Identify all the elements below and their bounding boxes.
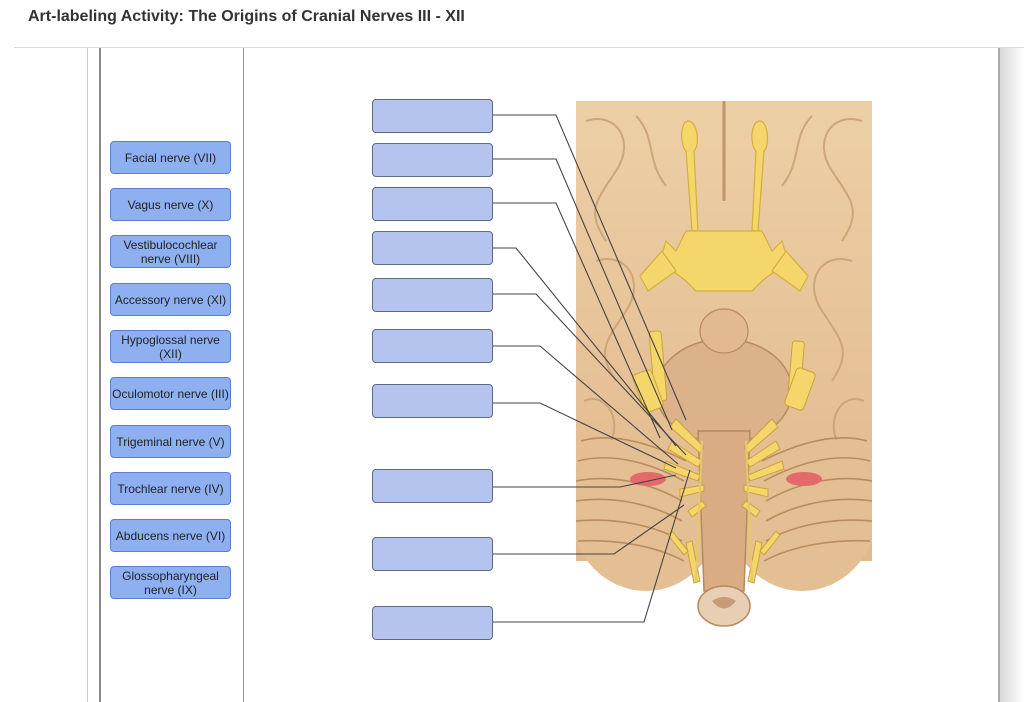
brain-ventral-view-illustration [576, 101, 872, 627]
nerve-rootlets [695, 440, 753, 582]
drop-target-3[interactable] [372, 187, 493, 221]
label-chip-vagus[interactable]: Vagus nerve (X) [110, 188, 231, 221]
label-chip-glossopharyngeal[interactable]: Glossopharyngeal nerve (IX) [110, 566, 231, 599]
label-chip-oculomotor[interactable]: Oculomotor nerve (III) [110, 377, 231, 410]
hypothalamus [699, 308, 749, 354]
panel-border-left-inner [99, 48, 101, 702]
page-title: Art-labeling Activity: The Origins of Cr… [28, 8, 465, 25]
label-bank-divider [243, 48, 244, 702]
drop-target-1[interactable] [372, 99, 493, 133]
label-chip-trigeminal[interactable]: Trigeminal nerve (V) [110, 425, 231, 458]
label-chip-abducens[interactable]: Abducens nerve (VI) [110, 519, 231, 552]
drop-target-10[interactable] [372, 606, 493, 640]
label-chip-vestibulocochlear[interactable]: Vestibulocochlear nerve (VIII) [110, 235, 231, 268]
drop-target-6[interactable] [372, 329, 493, 363]
drop-target-2[interactable] [372, 143, 493, 177]
panel-shadow [1000, 48, 1024, 702]
label-chip-facial[interactable]: Facial nerve (VII) [110, 141, 231, 174]
header-divider [14, 47, 1024, 48]
drop-target-8[interactable] [372, 469, 493, 503]
cerebellar-folia [576, 437, 872, 562]
olfactory-and-optic-structures [639, 120, 809, 292]
drop-target-7[interactable] [372, 384, 493, 418]
medulla-oblongata [697, 430, 751, 592]
panel-border-left [87, 48, 88, 702]
cranial-nerve-roots [632, 330, 816, 584]
panel-border-right [998, 48, 1000, 702]
label-chip-hypoglossal[interactable]: Hypoglossal nerve (XII) [110, 330, 231, 363]
spinal-cord-gray-matter [712, 597, 736, 609]
drop-target-9[interactable] [372, 537, 493, 571]
drop-target-4[interactable] [372, 231, 493, 265]
flocculus-right [786, 472, 822, 486]
label-chip-trochlear[interactable]: Trochlear nerve (IV) [110, 472, 231, 505]
drop-target-5[interactable] [372, 278, 493, 312]
label-chip-accessory[interactable]: Accessory nerve (XI) [110, 283, 231, 316]
